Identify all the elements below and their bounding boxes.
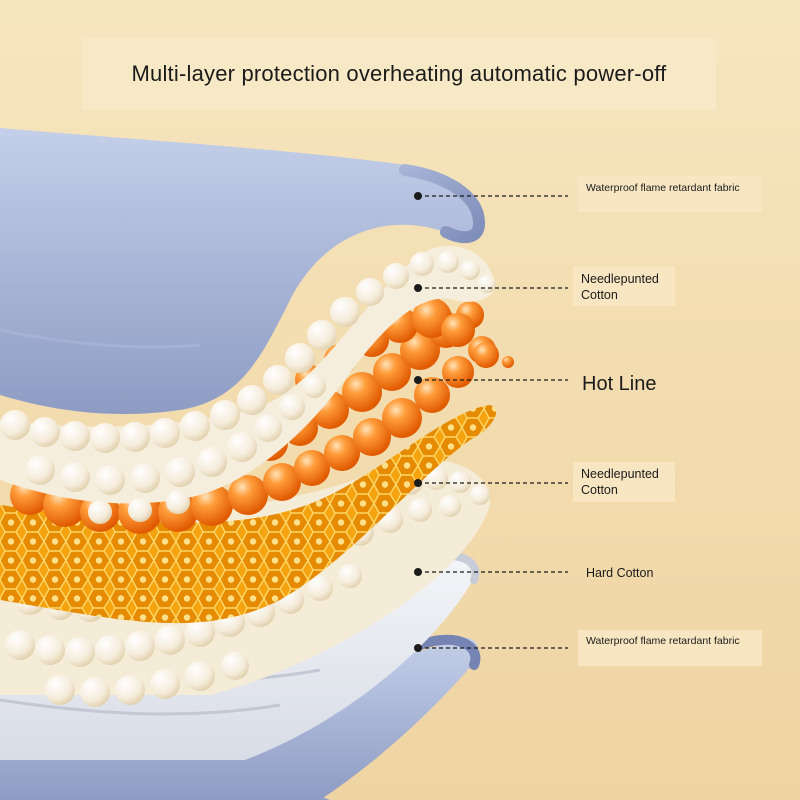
leader-lines xyxy=(418,195,568,649)
leader-dot-hot-line xyxy=(414,376,422,384)
leader-dots xyxy=(414,192,422,652)
leader-dot-bottom-fabric xyxy=(414,644,422,652)
label-background-needlepunted-top xyxy=(573,266,675,306)
leader-dot-needlepunted-bottom xyxy=(414,479,422,487)
label-top-fabric: Waterproof flame retardant fabric xyxy=(586,182,740,194)
label-background-top-fabric xyxy=(578,176,762,212)
leader-dot-top-fabric xyxy=(414,192,422,200)
label-background-bottom-fabric xyxy=(578,630,762,666)
page-title: Multi-layer protection overheating autom… xyxy=(131,61,667,86)
honeycomb-heating-layer xyxy=(0,405,497,624)
label-hard-cotton: Hard Cotton xyxy=(586,566,654,580)
label-bottom-fabric: Waterproof flame retardant fabric xyxy=(586,635,740,647)
leader-dot-hard-cotton xyxy=(414,568,422,576)
label-hot-line: Hot Line xyxy=(582,373,657,395)
top-fabric-layer xyxy=(0,128,485,415)
needlepunted-cotton-top-layer xyxy=(0,246,496,524)
label-needlepunted-bottom: Needlepunted Cotton xyxy=(581,467,659,497)
label-background-needlepunted-bottom xyxy=(573,462,675,502)
label-needlepunted-top: Needlepunted Cotton xyxy=(581,272,659,302)
title-banner: Multi-layer protection overheating autom… xyxy=(82,38,716,110)
leader-dot-needlepunted-top xyxy=(414,284,422,292)
